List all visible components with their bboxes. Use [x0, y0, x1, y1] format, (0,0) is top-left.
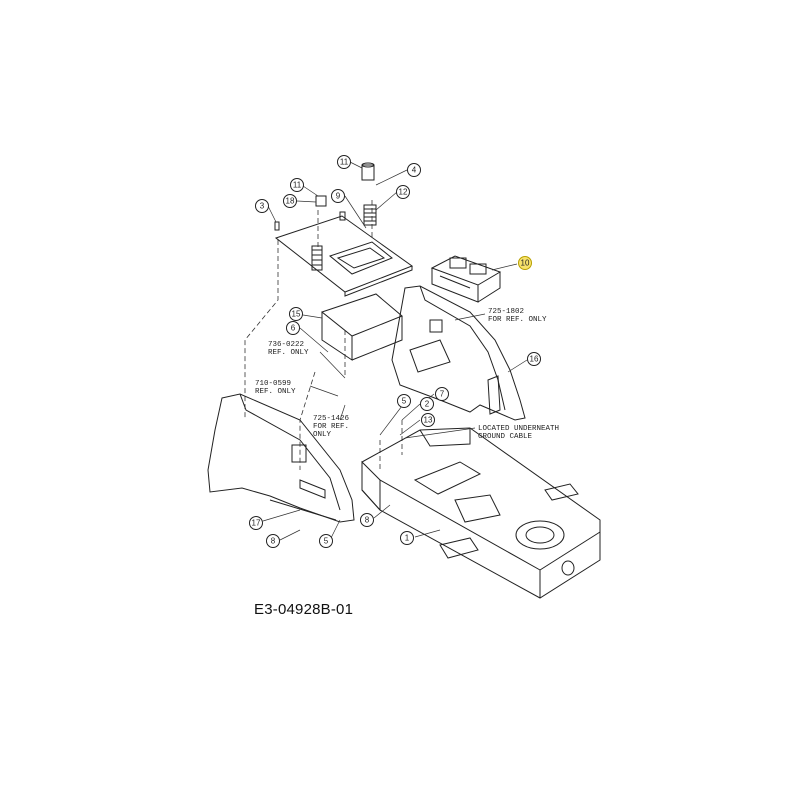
callout-13: 13: [421, 413, 435, 427]
callout-16: 16: [527, 352, 541, 366]
svg-text:710-0599: 710-0599: [255, 380, 291, 388]
callout-15: 15: [289, 307, 303, 321]
svg-text:REF. ONLY: REF. ONLY: [255, 388, 296, 396]
svg-text:ONLY: ONLY: [313, 431, 332, 439]
callout-5-upper: 5: [397, 394, 411, 408]
svg-text:10: 10: [521, 259, 530, 268]
callout-5-lower: 5: [319, 534, 333, 548]
callout-8-right: 8: [360, 513, 374, 527]
svg-text:5: 5: [402, 397, 407, 406]
main-frame: [361, 427, 601, 599]
switch-module: [430, 255, 502, 303]
svg-text:8: 8: [271, 537, 276, 546]
svg-text:1: 1: [405, 534, 410, 543]
svg-text:11: 11: [340, 158, 349, 167]
svg-text:5: 5: [324, 537, 329, 546]
svg-text:GROUND CABLE: GROUND CABLE: [478, 433, 533, 441]
springs-and-knobs: [274, 162, 377, 231]
callout-11-top: 11: [337, 155, 351, 169]
note-736-0222: 736-0222 REF. ONLY: [268, 341, 309, 357]
svg-text:11: 11: [293, 181, 302, 190]
callout-7: 7: [435, 387, 449, 401]
svg-text:725-1802: 725-1802: [488, 308, 524, 316]
svg-text:FOR REF.: FOR REF.: [313, 423, 349, 431]
drawing-code: E3-04928B-01: [254, 601, 354, 618]
svg-text:4: 4: [412, 166, 417, 175]
callout-17: 17: [249, 516, 263, 530]
callout-8-left: 8: [266, 534, 280, 548]
svg-text:16: 16: [530, 355, 539, 364]
leader-lines: [262, 161, 528, 541]
callout-4: 4: [407, 163, 421, 177]
callout-3: 3: [255, 199, 269, 213]
svg-text:2: 2: [425, 400, 430, 409]
svg-text:LOCATED UNDERNEATH: LOCATED UNDERNEATH: [478, 425, 559, 433]
svg-text:3: 3: [260, 202, 265, 211]
left-fender-panel: [207, 393, 355, 523]
seat-plate: [274, 215, 414, 297]
svg-text:9: 9: [336, 192, 341, 201]
svg-text:12: 12: [399, 188, 408, 197]
svg-text:FOR REF. ONLY: FOR REF. ONLY: [488, 316, 547, 324]
callout-12: 12: [396, 185, 410, 199]
callout-11-left: 11: [290, 178, 304, 192]
svg-text:725-1426: 725-1426: [313, 415, 350, 423]
svg-text:18: 18: [286, 197, 295, 206]
note-725-1426: 725-1426 FOR REF. ONLY: [313, 415, 350, 439]
svg-text:13: 13: [424, 416, 433, 425]
svg-text:7: 7: [440, 390, 445, 399]
svg-text:17: 17: [252, 519, 261, 528]
note-ground-cable: LOCATED UNDERNEATH GROUND CABLE: [478, 425, 559, 441]
callout-9: 9: [331, 189, 345, 203]
note-725-1802: 725-1802 FOR REF. ONLY: [488, 308, 547, 324]
callout-6: 6: [286, 321, 300, 335]
svg-text:15: 15: [292, 310, 301, 319]
callout-1: 1: [400, 531, 414, 545]
note-710-0599: 710-0599 REF. ONLY: [255, 380, 296, 396]
svg-text:REF. ONLY: REF. ONLY: [268, 349, 309, 357]
svg-text:6: 6: [291, 324, 296, 333]
callout-18: 18: [283, 194, 297, 208]
callout-2: 2: [420, 397, 434, 411]
svg-text:8: 8: [365, 516, 370, 525]
bracket-plate: [320, 293, 403, 361]
callout-10: 10: [518, 256, 532, 270]
svg-text:736-0222: 736-0222: [268, 341, 304, 349]
right-fender-panel: [391, 285, 526, 421]
